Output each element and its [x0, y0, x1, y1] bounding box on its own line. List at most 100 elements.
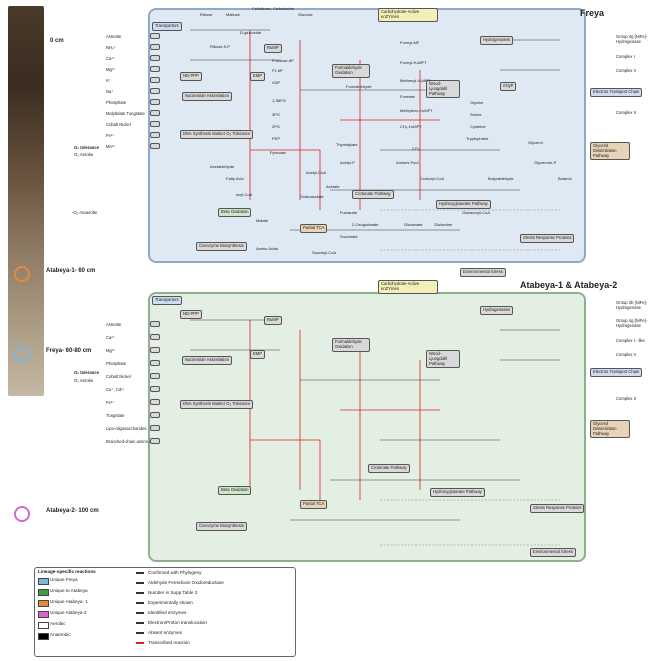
- met-butyraldehyde: Butyraldehyde: [488, 176, 514, 181]
- freya-crotonate-box: Crotonate Pathway: [352, 190, 394, 199]
- freya-beta-ox-box: Beta Oxidation: [218, 208, 252, 217]
- atabeya-formaldehyde-box: Formaldehyde Oxidation: [332, 338, 370, 352]
- met-formyl-h4mpt: Formyl-H₄MPT: [400, 60, 427, 65]
- ion-label: Ca²⁺: [106, 335, 115, 340]
- ion-label: Cobalt Nickel: [106, 122, 131, 127]
- ion-label: Molybdate Tungstate: [106, 111, 145, 116]
- met-cysteine: Cysteine: [470, 124, 486, 129]
- freya-rump-box: RuMP: [264, 44, 282, 53]
- atabeya-rump-box: RuMP: [264, 316, 282, 325]
- transporter-icon: [150, 425, 160, 431]
- legend-marker: [136, 642, 144, 644]
- met-butanol: Butanol: [558, 176, 572, 181]
- legend-item: Number in Supp Table 3: [148, 590, 198, 595]
- met-3pg: 3PG: [272, 112, 281, 117]
- freya-formaldehyde-box: Formaldehyde Oxidation: [332, 64, 370, 78]
- freya-stress-box: Stress Response Proteins: [520, 234, 575, 243]
- legend-item: Unique Atabeya- 1: [50, 599, 88, 604]
- met-formate: Formate: [400, 94, 415, 99]
- met-formyl-mf: Formyl-MF: [400, 40, 420, 45]
- freya-etc-box: Electron Transport Chain: [590, 88, 643, 97]
- transporter-icon: [150, 321, 160, 327]
- legend-title: Lineage-specific reactions: [38, 569, 96, 574]
- transporter-icon: [150, 66, 160, 72]
- transporter-icon: [150, 373, 160, 379]
- ion-label: Cu⁺, Cd²⁺: [106, 387, 125, 392]
- legend-item: Anaerobic: [50, 632, 71, 637]
- transporter-icon: [150, 88, 160, 94]
- ion-label: NH₄⁺: [106, 45, 116, 50]
- met-acetate: Acetate: [326, 184, 340, 189]
- atabeya-partial-tca-box: Partial TCA: [300, 500, 328, 509]
- atabeya-transporters-box: Transporters: [152, 296, 182, 305]
- ion-label: Na⁺: [106, 89, 114, 94]
- legend-item: Unique Freya: [50, 577, 78, 582]
- legend-marker: [136, 632, 144, 634]
- o2-aerobe-label-2: O₂ Aerobe: [74, 378, 94, 383]
- depth-label-0: 0 cm: [50, 38, 64, 44]
- met-malate: Malate: [256, 218, 269, 223]
- freya-rglyp-box: rGlyP: [500, 82, 517, 91]
- freya-wood-ljungdahl-box: Wood-Ljungdahl Pathway: [426, 80, 460, 99]
- transporter-icon: [150, 386, 160, 392]
- soil-column: [8, 6, 44, 396]
- met-acetyl-p: Acetyl-P: [340, 160, 355, 165]
- legend-marker: [136, 572, 144, 574]
- freya-emp-box: EMP: [250, 72, 266, 81]
- legend-marker: [136, 612, 144, 614]
- met-f6p: Fructose-6P: [272, 58, 294, 63]
- transporter-icon: [150, 438, 160, 444]
- met-13bpg: 1,3BPG: [272, 98, 287, 103]
- transporter-icon: [150, 334, 160, 340]
- met-ch3-h4mpt: CH₃-H₄MPT: [400, 124, 422, 129]
- atabeya-right-group4g: Group 4g [NiFe]-Hydrogenase: [616, 318, 648, 328]
- transporter-icon: [150, 33, 160, 39]
- legend-item: Identified enzymes: [148, 610, 187, 615]
- atabeya-env-stress-box: Environmental Stress: [530, 548, 576, 557]
- atabeya-title: Atabeya-1 & Atabeya-2: [520, 280, 618, 290]
- atabeya2-ring: [14, 506, 30, 522]
- met-thymidylate: Thymidylate: [336, 142, 358, 147]
- met-succinate: Succinate: [340, 234, 358, 239]
- atabeya-coenzyme-box: Coenzyme Biosynthesis: [196, 522, 247, 531]
- met-acetyl-coa: Acetyl-CoA: [306, 170, 327, 175]
- met-d-glucoside: D-glucoside: [240, 30, 262, 35]
- met-co2: CO₂: [412, 146, 420, 151]
- legend-item: Unique to Atabeya: [50, 588, 88, 593]
- legend-item: Confirmed with Phylogeny: [148, 570, 202, 575]
- ion-label: Arsenite: [106, 34, 122, 39]
- met-fumarate: Fumarate: [340, 210, 358, 215]
- legend-swatch: [38, 611, 49, 618]
- transporter-icon: [150, 399, 160, 405]
- atabeya-beta-ox-box: Beta Oxidation: [218, 486, 252, 495]
- atabeya-crotonate-box: Crotonate Pathway: [368, 464, 410, 473]
- met-formaldehyde: Formaldehyde: [346, 84, 372, 89]
- freya-right-complex1: Complex I: [616, 54, 635, 59]
- legend-marker: [136, 582, 144, 584]
- ion-label: Cobalt Nickel: [106, 374, 131, 379]
- ion-label: Mn²⁺: [106, 144, 116, 149]
- freya-title: Freya: [580, 8, 605, 18]
- freya-partial-tca-box: Partial TCA: [300, 224, 328, 233]
- atabeya-nucleoside-box: Nucleoside Assimilation: [182, 356, 232, 365]
- met-ribose-5p: Ribose-5-P: [210, 44, 231, 49]
- freya-nucleoside-box: Nucleoside Assimilation: [182, 92, 232, 101]
- atabeya-ndppp-box: ND-PPP: [180, 310, 202, 319]
- atabeya-wood-ljungdahl-box: Wood-Ljungdahl Pathway: [426, 350, 460, 369]
- met-fatty-acid: Fatty Acid: [226, 176, 244, 181]
- freya-coenzyme-box: Coenzyme Biosynthesis: [196, 242, 247, 251]
- ion-label: Tungstate: [106, 413, 125, 418]
- ion-label: Arsenite: [106, 322, 122, 327]
- met-acetaldehyde: Acetaldehyde: [210, 164, 235, 169]
- transporter-icon: [150, 99, 160, 105]
- met-pyruvate: Pyruvate: [270, 150, 286, 155]
- atabeya-etc-box: Electron Transport Chain: [590, 368, 643, 377]
- legend-swatch: [38, 633, 49, 640]
- legend-item: Experimentally shown: [148, 600, 193, 605]
- legend-swatch: [38, 600, 49, 607]
- freya-transporters-box: Transporters: [152, 22, 182, 31]
- atabeya-right-complex1: Complex I - like: [616, 338, 645, 343]
- atabeya-right-complex2: Complex II: [616, 396, 637, 401]
- met-succinyl-coa: Succinyl-CoA: [312, 250, 337, 255]
- freya-dna-synth-box: DNA Synthesis Marker O₂ Tolerance: [180, 130, 254, 139]
